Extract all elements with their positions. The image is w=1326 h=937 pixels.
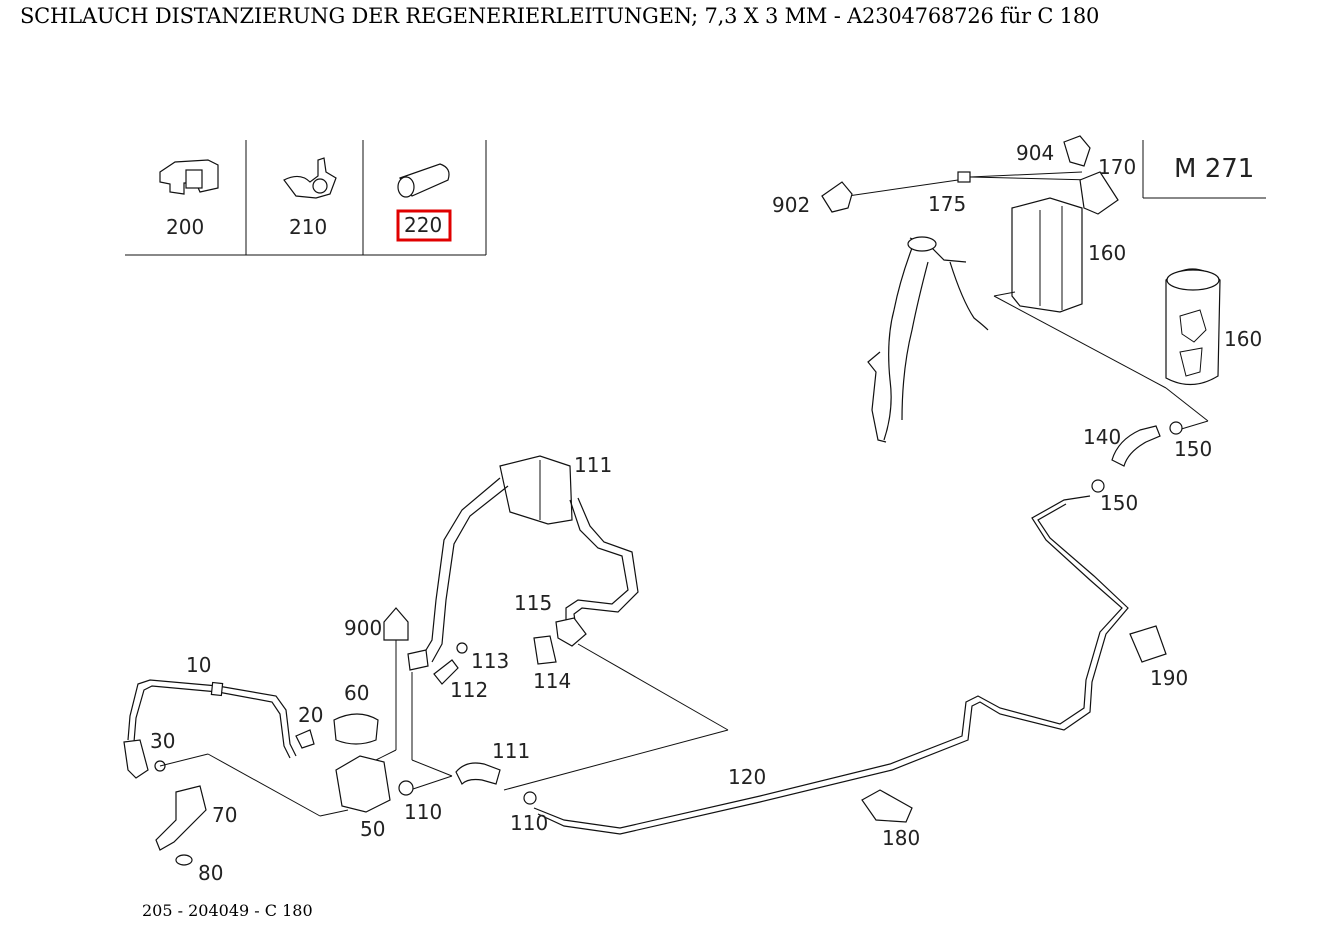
bracket-70 <box>155 785 207 851</box>
part-190 <box>1129 625 1167 663</box>
grommet-80 <box>175 854 193 866</box>
callout-113[interactable]: 113 <box>471 649 509 673</box>
canister-160a <box>1011 197 1083 313</box>
joint-115 <box>555 617 587 647</box>
callout-112[interactable]: 112 <box>450 678 488 702</box>
clamp-110a <box>398 780 414 796</box>
callout-160b[interactable]: 160 <box>1224 327 1262 351</box>
line-120 <box>533 495 1129 835</box>
callout-114[interactable]: 114 <box>533 669 571 693</box>
callout-80[interactable]: 80 <box>198 861 223 885</box>
callout-111a[interactable]: 111 <box>574 453 612 477</box>
clip-210-icon <box>283 157 337 199</box>
callout-50[interactable]: 50 <box>360 817 385 841</box>
clip-200-icon <box>159 159 219 195</box>
clamp-110b <box>523 791 537 805</box>
diagram-reference: 205 - 204049 - C 180 <box>142 901 313 920</box>
connector-902 <box>821 181 853 213</box>
callouts: 10 20 30 50 60 70 80 110 110 111 111 112… <box>150 141 1262 885</box>
callout-904[interactable]: 904 <box>1016 141 1054 165</box>
callout-30[interactable]: 30 <box>150 729 175 753</box>
callout-180[interactable]: 180 <box>882 826 920 850</box>
fitting-30 <box>123 739 149 779</box>
callout-190[interactable]: 190 <box>1150 666 1188 690</box>
center-assembly <box>375 455 729 805</box>
valve-111-top <box>499 455 573 525</box>
hose-111-lower <box>455 762 501 786</box>
valve-170 <box>1079 171 1119 215</box>
hose-112 <box>433 659 459 685</box>
clamp-150b <box>1091 479 1105 493</box>
clamp-150a <box>1169 421 1183 435</box>
callout-10[interactable]: 10 <box>186 653 211 677</box>
engine-box: M 271 <box>1142 140 1266 199</box>
part-180 <box>861 789 913 823</box>
callout-140[interactable]: 140 <box>1083 425 1121 449</box>
clip-20 <box>295 729 315 749</box>
hose-140 <box>1111 425 1161 467</box>
connector-900 <box>383 607 409 641</box>
callout-160a[interactable]: 160 <box>1088 241 1126 265</box>
bracket-114 <box>533 635 557 665</box>
clamp-113 <box>456 642 468 654</box>
page-title: SCHLAUCH DISTANZIERUNG DER REGENERIERLEI… <box>20 4 1100 28</box>
legend-label-200[interactable]: 200 <box>166 215 204 239</box>
legend-label-210[interactable]: 210 <box>289 215 327 239</box>
legend-table: 200 210 220 <box>125 140 487 256</box>
callout-900[interactable]: 900 <box>344 616 382 640</box>
callout-110a[interactable]: 110 <box>404 800 442 824</box>
legend-label-220[interactable]: 220 <box>404 213 442 237</box>
upper-right-assembly <box>821 135 1221 493</box>
hose-220-icon <box>397 163 450 198</box>
callout-70[interactable]: 70 <box>212 803 237 827</box>
callout-110b[interactable]: 110 <box>510 811 548 835</box>
callout-111b[interactable]: 111 <box>492 739 530 763</box>
engine-label: M 271 <box>1174 154 1254 184</box>
callout-150a[interactable]: 150 <box>1174 437 1212 461</box>
callout-175[interactable]: 175 <box>928 192 966 216</box>
left-assembly <box>123 679 414 866</box>
callout-150b[interactable]: 150 <box>1100 491 1138 515</box>
callout-20[interactable]: 20 <box>298 703 323 727</box>
valve-50 <box>335 755 391 813</box>
callout-115[interactable]: 115 <box>514 591 552 615</box>
connector-904 <box>1063 135 1091 167</box>
callout-120[interactable]: 120 <box>728 765 766 789</box>
callout-170[interactable]: 170 <box>1098 155 1136 179</box>
callout-902[interactable]: 902 <box>772 193 810 217</box>
clamp-60 <box>333 713 379 745</box>
callout-60[interactable]: 60 <box>344 681 369 705</box>
highlight-box <box>396 209 452 242</box>
